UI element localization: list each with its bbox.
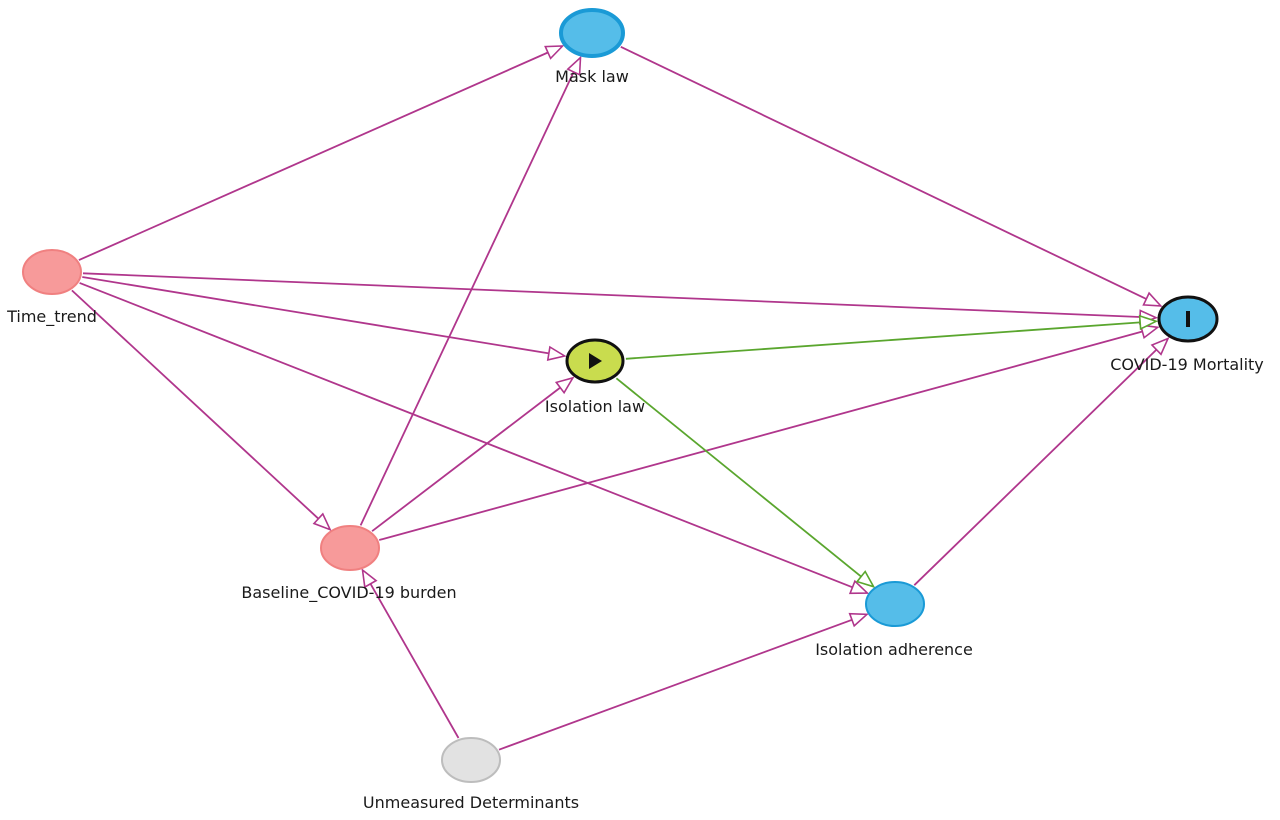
arrowhead [855,570,876,589]
arrowhead [312,512,332,532]
arrowhead [1150,337,1170,356]
arrowhead [544,45,565,60]
edge-isolation-law-to-isolation-adherence[interactable] [615,377,876,589]
nodes-layer: Mask law Time_trend Isolation law COVID-… [6,8,1264,812]
edge-time-trend-to-isolation-adherence[interactable] [79,282,870,595]
time-trend-label: Time_trend [6,307,97,327]
edge-line [615,377,862,578]
mask-law-label: Mask law [555,67,629,86]
edge-line [71,289,320,520]
edge-line [79,282,853,589]
edge-isolation-law-to-covid-mortality[interactable] [625,314,1159,360]
edge-mask-law-to-covid-mortality[interactable] [620,45,1163,307]
edge-unmeasured-determinants-to-isolation-adherence[interactable] [498,612,869,751]
edge-line [378,330,1143,541]
arrowhead [566,55,582,76]
baseline-burden-ellipse[interactable] [320,525,380,571]
mask-law-ellipse[interactable] [559,8,625,58]
arrowhead [1138,314,1159,331]
arrowhead [848,612,869,628]
edge-line [78,51,549,261]
covid-mortality-label: COVID-19 Mortality [1110,355,1264,374]
edge-line [498,618,853,751]
node-baseline-burden[interactable]: Baseline_COVID-19 burden [241,525,457,603]
edge-line [369,583,460,739]
arrowhead [1142,291,1163,307]
unmeasured-determinants-label: Unmeasured Determinants [363,793,579,812]
node-covid-mortality[interactable]: COVID-19 Mortality [1110,295,1264,374]
arrowhead [546,345,567,361]
unmeasured-determinants-ellipse[interactable] [441,737,501,783]
isolation-adherence-ellipse[interactable] [865,581,925,627]
node-isolation-law[interactable]: Isolation law [545,338,645,416]
edge-line [82,272,1141,318]
isolation-law-label: Isolation law [545,397,645,416]
arrowhead [554,376,575,395]
edge-isolation-adherence-to-covid-mortality[interactable] [913,337,1170,586]
isolation-adherence-label: Isolation adherence [815,640,973,659]
edge-time-trend-to-covid-mortality[interactable] [82,272,1159,325]
arrowhead [848,579,870,595]
node-isolation-adherence[interactable]: Isolation adherence [815,581,973,659]
edge-line [82,276,550,355]
edge-time-trend-to-mask-law[interactable] [78,45,565,261]
play-icon [589,353,602,369]
baseline-burden-label: Baseline_COVID-19 burden [241,583,456,603]
edge-line [913,348,1158,586]
arrowhead [361,568,378,589]
edge-baseline-burden-to-isolation-law[interactable] [371,376,575,532]
edge-time-trend-to-isolation-law[interactable] [82,276,567,361]
time-trend-ellipse[interactable] [22,249,82,295]
edge-line [359,71,575,526]
edge-line [620,45,1147,300]
edge-baseline-burden-to-covid-mortality[interactable] [378,324,1160,541]
node-unmeasured-determinants[interactable]: Unmeasured Determinants [363,737,579,812]
edge-unmeasured-determinants-to-baseline-burden[interactable] [361,568,460,739]
bar-icon [1186,311,1190,327]
node-time-trend[interactable]: Time_trend [6,249,97,327]
edges-layer [71,45,1170,751]
edge-baseline-burden-to-mask-law[interactable] [359,55,582,526]
edge-time-trend-to-baseline-burden[interactable] [71,289,332,532]
edge-line [371,386,561,532]
node-mask-law[interactable]: Mask law [555,8,629,86]
arrowhead [1139,324,1160,340]
edge-line [625,321,1141,360]
